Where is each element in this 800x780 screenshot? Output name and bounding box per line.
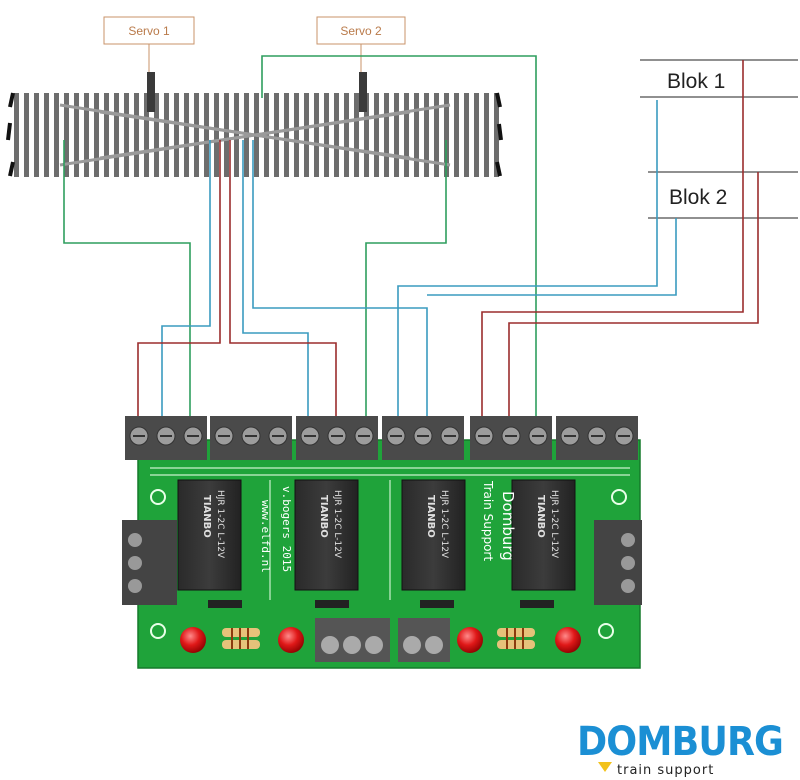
logo-warning-icon <box>598 762 612 772</box>
led-red <box>457 627 483 653</box>
block-2-text: Blok 2 <box>669 186 727 209</box>
relay-model: HJR 1-2C L-12V <box>549 490 559 559</box>
wire-red-blok1 <box>481 60 744 420</box>
board-website-text: www.elfd.nl <box>259 500 272 573</box>
led-red <box>278 627 304 653</box>
wire-red-2 <box>229 140 337 420</box>
servo-1-text: Servo 1 <box>128 24 170 38</box>
terminal-block <box>125 416 207 460</box>
relay-model: HJR 1-2C L-12V <box>439 490 449 559</box>
side-connector-left <box>122 520 177 605</box>
wire-blue-3 <box>252 140 428 420</box>
wire-red-blok2 <box>508 172 759 420</box>
power-terminals <box>315 618 450 662</box>
track-rails <box>12 98 500 172</box>
board-author-text: v.bogers 2015 <box>280 486 293 572</box>
terminal-block <box>210 416 292 460</box>
block-1-text: Blok 1 <box>667 70 725 93</box>
wire-red-1 <box>137 140 221 420</box>
wire-blue-blok2 <box>427 218 677 296</box>
terminal-block <box>296 416 378 460</box>
relay-brand: TIANBO <box>318 495 329 538</box>
wire-green-left <box>63 140 191 420</box>
servo-2-text: Servo 2 <box>340 24 382 38</box>
domburg-logo: DOMBURG train support <box>577 719 784 778</box>
relay-model: HJR 1-2C L-12V <box>332 490 342 559</box>
relay-brand: TIANBO <box>425 495 436 538</box>
wire-green-right <box>365 140 447 420</box>
servo-2-rod <box>359 72 367 112</box>
wire-green-servo2 <box>261 55 537 420</box>
terminal-block <box>382 416 464 460</box>
wire-blue-blok1 <box>397 100 658 420</box>
servo-1-rod <box>147 72 155 112</box>
block-2: Blok 2 <box>648 171 798 219</box>
diodes <box>208 600 554 608</box>
rail-end-markers <box>6 92 503 177</box>
resistors <box>222 628 535 649</box>
leds <box>180 627 581 653</box>
screw-terminals <box>125 416 638 460</box>
relay-model: HJR 1-2C L-12V <box>215 490 225 559</box>
servo-1-label: Servo 1 <box>103 16 195 45</box>
led-red <box>180 627 206 653</box>
wire-blue-2 <box>242 140 309 420</box>
relay-brand: TIANBO <box>201 495 212 538</box>
mounting-holes <box>150 489 627 639</box>
logo-name: DOMBURG <box>577 719 783 765</box>
block-1: Blok 1 <box>640 59 798 98</box>
led-red <box>555 627 581 653</box>
side-connector-right <box>594 520 642 605</box>
board-brand-line1: Domburg <box>499 491 517 561</box>
wire-blue-1 <box>161 140 211 420</box>
board-brand-line2: Train Support <box>481 480 495 561</box>
double-crossover-track <box>6 72 503 177</box>
servo-2-label: Servo 2 <box>316 16 406 45</box>
relay-brand: TIANBO <box>535 495 546 538</box>
logo-tagline: train support <box>617 763 714 778</box>
wires <box>63 55 759 420</box>
terminal-block <box>470 416 552 460</box>
terminal-block <box>556 416 638 460</box>
